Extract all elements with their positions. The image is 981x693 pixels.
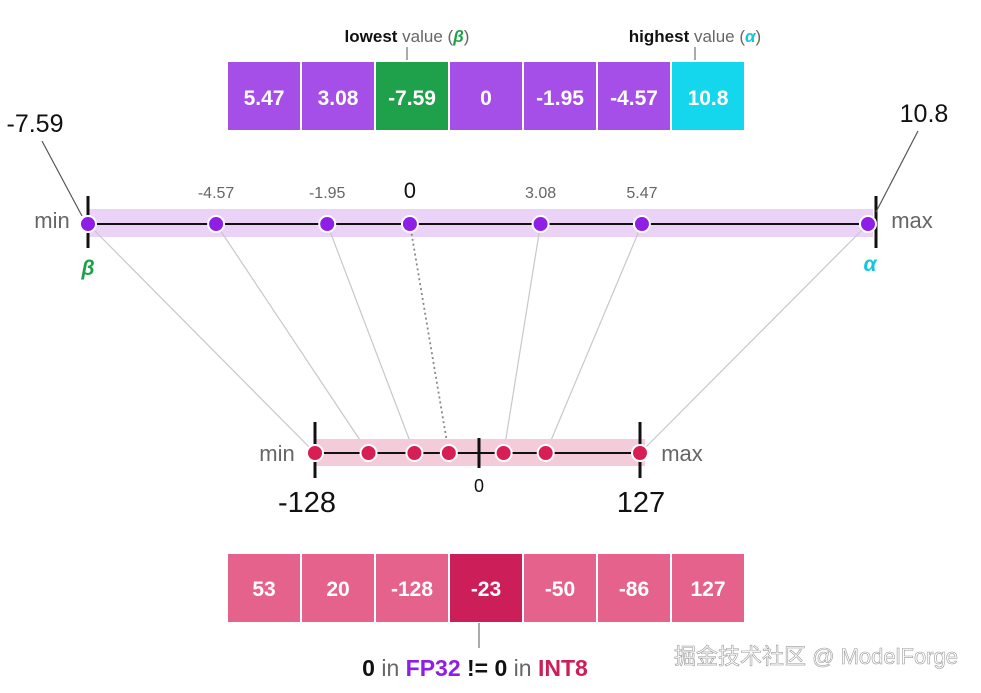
alpha-symbol: α bbox=[863, 253, 877, 276]
int8-cell bbox=[228, 554, 300, 622]
int8-dot bbox=[536, 444, 555, 462]
fp32-cell-value: 10.8 bbox=[688, 87, 729, 110]
mapping-lines bbox=[87, 223, 869, 454]
lowest-beta-symbol: β bbox=[452, 27, 464, 46]
fp32-cell-value: -7.59 bbox=[388, 87, 436, 110]
int8-cell-value: 53 bbox=[252, 578, 275, 601]
int8-min-label: min bbox=[259, 441, 294, 466]
lowest-label-close: ) bbox=[464, 27, 470, 46]
lowest-label-rest: value ( bbox=[397, 27, 453, 46]
int8-cell bbox=[598, 554, 670, 622]
caption-in-2: in bbox=[507, 655, 538, 681]
mapping-line bbox=[639, 223, 869, 454]
mapping-line bbox=[215, 223, 370, 454]
fp32-dot bbox=[859, 215, 877, 233]
fp32-cell-value: 3.08 bbox=[318, 87, 359, 110]
int8-dot bbox=[631, 444, 649, 462]
fp32-dot bbox=[632, 215, 651, 233]
int8-cell-value: -128 bbox=[391, 578, 433, 601]
caption-int8: INT8 bbox=[538, 655, 588, 681]
lowest-label: lowest bbox=[345, 27, 398, 46]
int8-min-value: -128 bbox=[278, 487, 336, 519]
fp32-dot bbox=[79, 215, 97, 233]
fp32-cell-value: 5.47 bbox=[244, 87, 285, 110]
int8-cell-value: -50 bbox=[545, 578, 575, 601]
fp32-cell bbox=[672, 62, 744, 130]
fp32-cell bbox=[524, 62, 596, 130]
fp32-point-label: 0 bbox=[404, 178, 416, 203]
int8-dot bbox=[359, 444, 378, 462]
fp32-min-label: min bbox=[34, 208, 69, 233]
int8-dot bbox=[494, 444, 513, 462]
highest-label: highest bbox=[629, 27, 690, 46]
fp32-dot bbox=[400, 215, 419, 233]
fp32-point-label: 3.08 bbox=[525, 185, 556, 202]
fp32-dot bbox=[531, 215, 550, 233]
fp32-cell bbox=[376, 62, 448, 130]
highest-value-annotation: highest value (α) bbox=[629, 27, 761, 46]
caption-int8-zero: 0 bbox=[495, 655, 508, 681]
fp32-cell-value: -1.95 bbox=[536, 87, 584, 110]
fp32-point-labels: -4.57 -1.95 0 3.08 5.47 bbox=[198, 178, 658, 203]
beta-value-callout: -7.59 bbox=[7, 110, 64, 138]
int8-cell-value: 20 bbox=[326, 578, 349, 601]
int8-cell-value: 127 bbox=[690, 578, 725, 601]
mapping-line bbox=[326, 223, 415, 454]
caption-fp32: FP32 bbox=[406, 655, 461, 681]
int8-cell bbox=[450, 554, 522, 622]
int8-cell bbox=[672, 554, 744, 622]
watermark: 掘金技术社区 @ ModelForge bbox=[674, 644, 958, 669]
fp32-cell bbox=[598, 62, 670, 130]
int8-max-label: max bbox=[661, 441, 703, 466]
int8-cell bbox=[376, 554, 448, 622]
beta-callout-line bbox=[41, 140, 83, 217]
highest-alpha-symbol: α bbox=[745, 27, 757, 46]
int8-dot bbox=[405, 444, 424, 462]
int8-value-cells: 53 20 -128 -23 -50 -86 127 bbox=[228, 554, 744, 622]
caption-not-equal: != bbox=[461, 655, 495, 681]
bottom-caption: 0 in FP32 != 0 in INT8 bbox=[362, 655, 588, 681]
int8-dot bbox=[439, 444, 458, 462]
int8-cell-value: -23 bbox=[471, 578, 501, 601]
highest-label-close: ) bbox=[756, 27, 762, 46]
fp32-max-label: max bbox=[891, 208, 933, 233]
int8-cell bbox=[524, 554, 596, 622]
mapping-line bbox=[545, 223, 643, 454]
mapping-line bbox=[87, 223, 316, 454]
alpha-value-callout: 10.8 bbox=[900, 100, 949, 128]
fp32-dot bbox=[318, 215, 337, 233]
fp32-cell bbox=[302, 62, 374, 130]
int8-max-value: 127 bbox=[617, 487, 665, 519]
fp32-value-cells: 5.47 3.08 -7.59 0 -1.95 -4.57 10.8 bbox=[228, 62, 744, 130]
fp32-point-label: -4.57 bbox=[198, 185, 235, 202]
beta-symbol: β bbox=[80, 257, 94, 280]
int8-cell-value: -86 bbox=[619, 578, 649, 601]
fp32-dot bbox=[207, 215, 226, 233]
caption-fp32-zero: 0 bbox=[362, 655, 375, 681]
highest-label-rest: value ( bbox=[689, 27, 745, 46]
mapping-line bbox=[503, 223, 542, 454]
fp32-dots bbox=[79, 215, 877, 233]
int8-dot bbox=[306, 444, 324, 462]
mapping-line bbox=[409, 223, 450, 454]
int8-dots bbox=[306, 444, 649, 462]
fp32-cell-value: 0 bbox=[480, 87, 492, 110]
fp32-point-label: -1.95 bbox=[309, 185, 346, 202]
fp32-cell bbox=[450, 62, 522, 130]
alpha-callout-line bbox=[875, 130, 919, 213]
fp32-point-label: 5.47 bbox=[626, 185, 657, 202]
caption-in-1: in bbox=[375, 655, 406, 681]
int8-cell bbox=[302, 554, 374, 622]
fp32-cell bbox=[228, 62, 300, 130]
int8-zero-label: 0 bbox=[474, 476, 484, 496]
fp32-cell-value: -4.57 bbox=[610, 87, 658, 110]
lowest-value-annotation: lowest value (β) bbox=[345, 27, 470, 46]
